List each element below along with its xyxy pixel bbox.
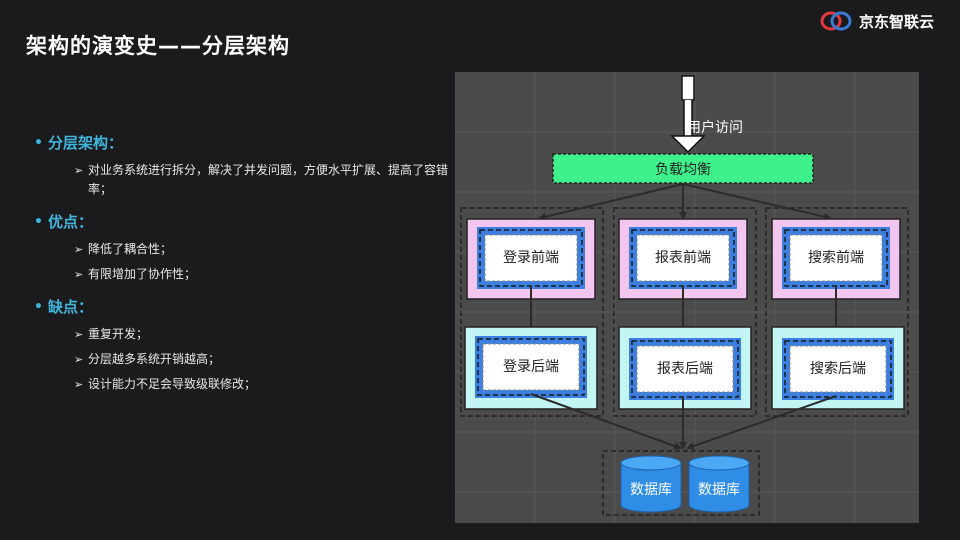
bullet-heading: • 优点：	[34, 211, 454, 232]
brand-name: 京东智联云	[858, 12, 934, 31]
search-frontend-label: 搜索前端	[808, 249, 864, 266]
architecture-diagram-svg: 用户访问 负载均衡	[455, 72, 919, 523]
database-icon	[620, 455, 682, 513]
bullet-heading-text: 分层架构：	[48, 134, 124, 152]
bullet-dot-icon: •	[34, 134, 43, 151]
list-item-text: 重复开发；	[88, 327, 149, 341]
arrow-bullet-icon: ➢	[74, 353, 84, 366]
list-item: ➢ 降低了耦合性；	[74, 240, 454, 259]
arrow-bullet-icon: ➢	[74, 164, 84, 177]
report-frontend-label: 报表前端	[655, 249, 711, 266]
database-label: 数据库	[698, 482, 740, 498]
architecture-diagram: 用户访问 负载均衡	[455, 72, 919, 523]
arrow-bullet-icon: ➢	[74, 378, 84, 391]
bullet-dot-icon: •	[34, 298, 43, 315]
list-item: ➢ 有限增加了协作性；	[74, 265, 454, 284]
arrow-bullet-icon: ➢	[74, 243, 84, 256]
user-access-label: 用户访问	[687, 119, 743, 136]
login-backend-label: 登录后端	[503, 359, 559, 375]
bullet-section-pros: • 优点： ➢ 降低了耦合性； ➢ 有限增加了协作性；	[34, 211, 454, 284]
arrow-bullet-icon: ➢	[74, 268, 84, 281]
bullet-heading: • 缺点：	[34, 296, 454, 317]
user-access-arrow	[670, 75, 706, 154]
login-frontend-label: 登录前端	[503, 249, 559, 266]
column-frames	[460, 207, 909, 417]
backend-db-arrows	[530, 393, 837, 450]
bullet-section-cons: • 缺点： ➢ 重复开发； ➢ 分层越多系统开销越高； ➢ 设计能力不足会导致级…	[34, 296, 454, 394]
bullet-section-layered: • 分层架构： ➢ 对业务系统进行拆分，解决了并发问题，方便水平扩展、提高了容错…	[34, 132, 454, 199]
search-backend-label: 搜索后端	[810, 360, 866, 377]
list-item: ➢ 设计能力不足会导致级联修改；	[74, 375, 454, 394]
list-item: ➢ 分层越多系统开销越高；	[74, 350, 454, 369]
bullet-dot-icon: •	[34, 213, 43, 230]
jd-cloud-logo-icon	[819, 10, 853, 32]
bullet-heading: • 分层架构：	[34, 132, 454, 153]
lb-arrows	[538, 183, 832, 221]
database-label: 数据库	[630, 482, 672, 498]
list-item-text: 对业务系统进行拆分，解决了并发问题，方便水平扩展、提高了容错率；	[88, 163, 449, 196]
frontend-layer	[466, 218, 901, 300]
database-icon	[688, 455, 750, 513]
load-balancer-box	[552, 153, 814, 184]
list-item-text: 有限增加了协作性；	[88, 267, 197, 281]
slide-title: 架构的演变史——分层架构	[26, 34, 290, 58]
load-balancer-label: 负载均衡	[655, 162, 711, 178]
report-backend-label: 报表后端	[657, 361, 713, 377]
bullet-heading-text: 优点：	[48, 213, 94, 231]
arrow-bullet-icon: ➢	[74, 328, 84, 341]
bullet-heading-text: 缺点：	[48, 298, 94, 316]
list-item-text: 设计能力不足会导致级联修改；	[88, 377, 257, 391]
list-item-text: 分层越多系统开销越高；	[88, 352, 221, 366]
list-item: ➢ 重复开发；	[74, 325, 454, 344]
list-item-text: 降低了耦合性；	[88, 242, 173, 256]
bullet-list: • 分层架构： ➢ 对业务系统进行拆分，解决了并发问题，方便水平扩展、提高了容错…	[34, 132, 454, 406]
backend-layer	[464, 326, 905, 410]
list-item: ➢ 对业务系统进行拆分，解决了并发问题，方便水平扩展、提高了容错率；	[74, 161, 454, 199]
brand: 京东智联云	[819, 10, 934, 32]
database-group-frame	[602, 450, 760, 516]
